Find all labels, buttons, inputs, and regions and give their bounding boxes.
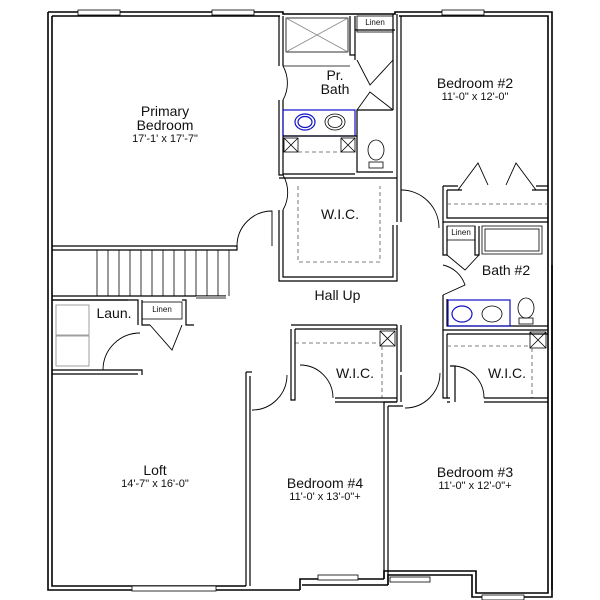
room-label-bedroom-4-wic: W.I.C.	[330, 366, 380, 380]
fixtures	[294, 113, 535, 325]
room-dimensions: 11'-0" x 12'-0"+	[438, 480, 512, 492]
room-label-hall: Hall Up	[300, 288, 375, 302]
room-name: Bedroom	[136, 117, 194, 133]
linen-closet-primary: Linen	[365, 18, 385, 27]
room-name: Pr.	[326, 67, 344, 83]
room-label-laundry: Laun.	[92, 306, 136, 320]
room-dimensions: 11'-0' x 13'-0"+	[289, 491, 361, 503]
room-name: Bedroom #4	[286, 475, 364, 491]
room-label-primary-bedroom: Primary Bedroom 17'-1' x 17'-7"	[115, 104, 215, 145]
room-name: Primary	[140, 103, 190, 119]
door-swings	[102, 59, 485, 411]
room-dimensions: 14'-7" x 16'-0"	[121, 478, 189, 490]
room-dimensions: 11'-0" x 12'-0"	[441, 91, 509, 103]
room-name: Hall Up	[314, 287, 361, 303]
room-name: Loft	[143, 462, 167, 478]
room-name: Laun.	[96, 305, 132, 321]
stair-treads	[96, 250, 230, 299]
room-label-bedroom-4: Bedroom #4 11'-0' x 13'-0"+	[270, 476, 380, 503]
room-label-bedroom-3: Bedroom #3 11'-0" x 12'-0"+	[420, 465, 530, 492]
room-label-bedroom-2: Bedroom #2 11'-0" x 12'-0"	[420, 76, 530, 103]
room-name: Bedroom #3	[436, 464, 514, 480]
room-name: Bath #2	[481, 262, 531, 278]
room-label-primary-bath: Pr. Bath	[310, 68, 360, 96]
linen-closet-laundry: Linen	[152, 305, 172, 314]
room-name: W.I.C.	[320, 206, 360, 222]
linen-closet-bath-2: Linen	[451, 228, 471, 237]
room-name: W.I.C.	[487, 365, 527, 381]
room-dimensions: 17'-1' x 17'-7"	[132, 133, 198, 145]
room-name: W.I.C.	[335, 365, 375, 381]
room-label-primary-wic: W.I.C.	[310, 207, 370, 221]
windows	[77, 9, 525, 600]
room-label-bath-2: Bath #2	[476, 263, 536, 277]
room-name: Bedroom #2	[436, 75, 514, 91]
room-label-bedroom-3-wic: W.I.C.	[482, 366, 532, 380]
exterior-walls	[47, 11, 553, 598]
room-label-loft: Loft 14'-7" x 16'-0"	[100, 463, 210, 490]
interior-walls	[52, 14, 548, 586]
room-name: Bath	[320, 81, 350, 97]
